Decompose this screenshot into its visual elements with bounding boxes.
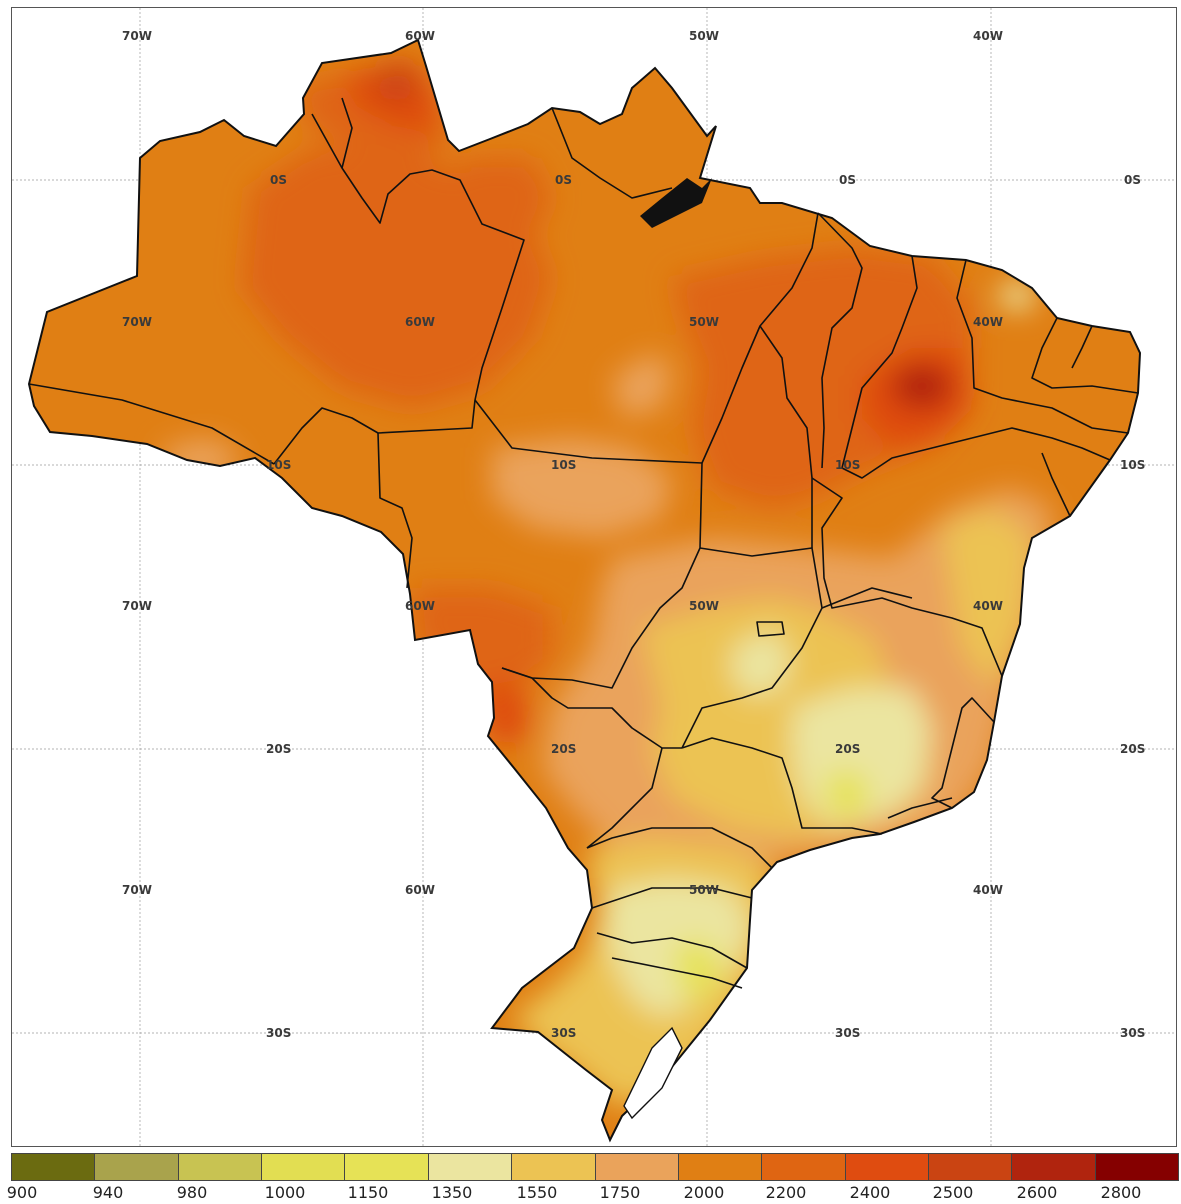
lat-label: 30S [266, 1026, 291, 1040]
lat-label: 20S [266, 742, 291, 756]
lon-label: 50W [689, 29, 719, 43]
colorbar-swatch [845, 1154, 929, 1180]
colorbar-label: 940 [92, 1183, 124, 1202]
colorbar-label: 2400 [849, 1183, 891, 1202]
state-borders [28, 97, 1139, 989]
lon-label: 70W [122, 315, 152, 329]
colorbar-swatch [678, 1154, 763, 1180]
colorbar-swatch [512, 1154, 596, 1180]
longitude-labels: 70W 60W 50W 40W 70W 60W 50W 40W 70W 60W … [122, 29, 1003, 897]
colorbar-label: 1150 [347, 1183, 389, 1202]
lat-label: 30S [1120, 1026, 1145, 1040]
colorbar-label: 1000 [264, 1183, 306, 1202]
lat-label: 30S [551, 1026, 576, 1040]
lon-label: 50W [689, 315, 719, 329]
lat-label: 0S [270, 173, 287, 187]
lon-label: 60W [405, 883, 435, 897]
lat-label: 30S [835, 1026, 860, 1040]
colorbar-label: 2800 [1100, 1183, 1142, 1202]
lon-label: 70W [122, 883, 152, 897]
colorbar-label: 2000 [683, 1183, 725, 1202]
lon-label: 60W [405, 29, 435, 43]
colorbar-label: 1350 [431, 1183, 473, 1202]
colorbar-swatch [95, 1154, 179, 1180]
colorbar-labels: 900 940 980 1000 1150 1350 1550 1750 200… [0, 1183, 1181, 1204]
colorbar-label: 2600 [1016, 1183, 1058, 1202]
colorbar-label: 1550 [516, 1183, 558, 1202]
colorbar-label: 2200 [765, 1183, 807, 1202]
lon-label: 70W [122, 599, 152, 613]
colorbar-label: 900 [6, 1183, 38, 1202]
brazil-border [27, 38, 1142, 1143]
lat-label: 0S [1124, 173, 1141, 187]
lon-label: 50W [689, 599, 719, 613]
lat-label: 0S [555, 173, 572, 187]
colorbar-label: 980 [176, 1183, 208, 1202]
lagoa-dos-patos [623, 1026, 683, 1120]
lon-label: 40W [973, 599, 1003, 613]
colorbar-swatch [12, 1154, 96, 1180]
colorbar-label: 2500 [932, 1183, 974, 1202]
lon-label: 40W [973, 315, 1003, 329]
lat-label: 10S [551, 458, 576, 472]
lat-label: 20S [1120, 742, 1145, 756]
latitude-labels: 0S 0S 0S 0S 10S 10S 10S 10S 20S 20S 20S … [266, 173, 1145, 1040]
colorbar-swatch [595, 1154, 679, 1180]
lat-label: 20S [551, 742, 576, 756]
lat-label: 20S [835, 742, 860, 756]
irradiation-field [29, 40, 1140, 1140]
colorbar-swatch [428, 1154, 513, 1180]
map-frame: 70W 60W 50W 40W 70W 60W 50W 40W 70W 60W … [11, 7, 1177, 1147]
colorbar-swatch [345, 1154, 429, 1180]
colorbar-label: 1750 [599, 1183, 641, 1202]
colorbar [11, 1153, 1179, 1181]
amazon-estuary [640, 178, 712, 228]
lat-label: 10S [835, 458, 860, 472]
colorbar-swatch [762, 1154, 846, 1180]
colorbar-swatch [1012, 1154, 1096, 1180]
brazil-irradiation-map: 70W 60W 50W 40W 70W 60W 50W 40W 70W 60W … [12, 8, 1176, 1146]
colorbar-swatch [178, 1154, 263, 1180]
lat-label: 10S [1120, 458, 1145, 472]
lat-label: 0S [839, 173, 856, 187]
lon-label: 60W [405, 315, 435, 329]
lon-label: 50W [689, 883, 719, 897]
lon-label: 40W [973, 883, 1003, 897]
lon-label: 40W [973, 29, 1003, 43]
lat-label: 10S [266, 458, 291, 472]
lon-label: 70W [122, 29, 152, 43]
colorbar-swatch [1095, 1154, 1179, 1180]
lon-label: 60W [405, 599, 435, 613]
colorbar-swatch [262, 1154, 346, 1180]
colorbar-swatch [928, 1154, 1013, 1180]
